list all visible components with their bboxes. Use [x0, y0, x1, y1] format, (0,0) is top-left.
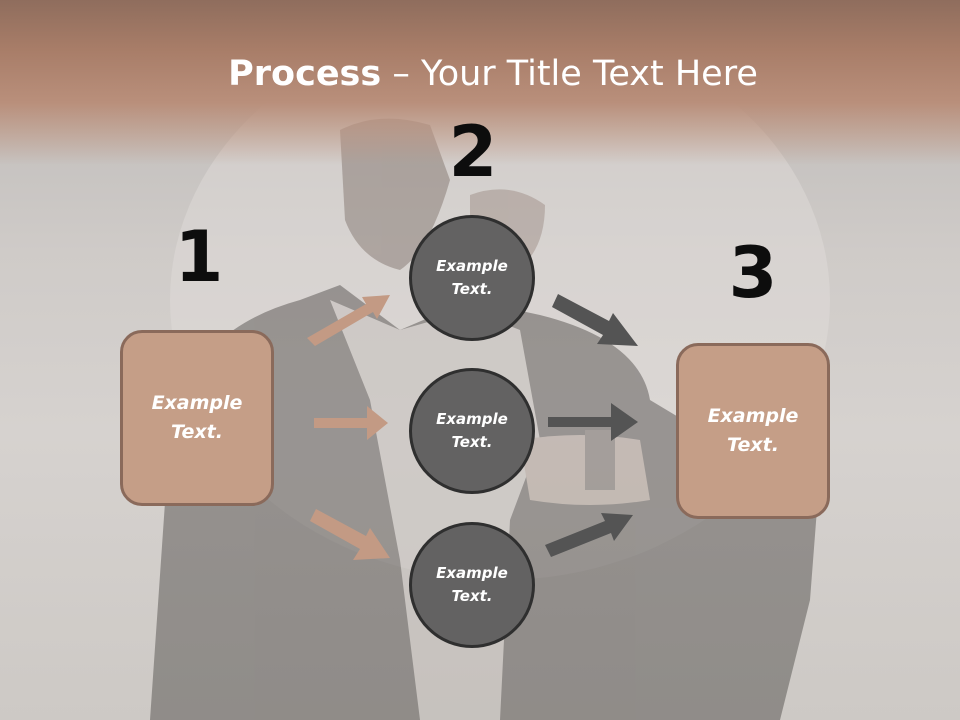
step-number-2: 2 — [448, 111, 498, 193]
arrow-left-down — [310, 509, 390, 560]
left-step-box: Example Text. — [120, 330, 274, 506]
arrow-right-down — [552, 294, 638, 346]
step-number-3: 3 — [728, 232, 778, 314]
step-number-1: 1 — [174, 216, 224, 298]
arrow-right-middle — [548, 403, 638, 441]
arrows-right — [545, 294, 638, 557]
step-circle-top: Example Text. — [409, 215, 535, 341]
arrow-left-up — [307, 295, 390, 346]
title-bold: Process — [228, 54, 382, 94]
title-band — [0, 0, 960, 165]
right-step-box: Example Text. — [676, 343, 830, 519]
slide-title: Process – Your Title Text Here — [0, 52, 960, 97]
arrow-right-up — [545, 513, 633, 557]
step-circle-middle: Example Text. — [409, 368, 535, 494]
arrow-left-middle — [314, 406, 388, 440]
step-circle-bottom: Example Text. — [409, 522, 535, 648]
arrows-left — [307, 295, 390, 560]
title-rest: – Your Title Text Here — [381, 54, 758, 94]
